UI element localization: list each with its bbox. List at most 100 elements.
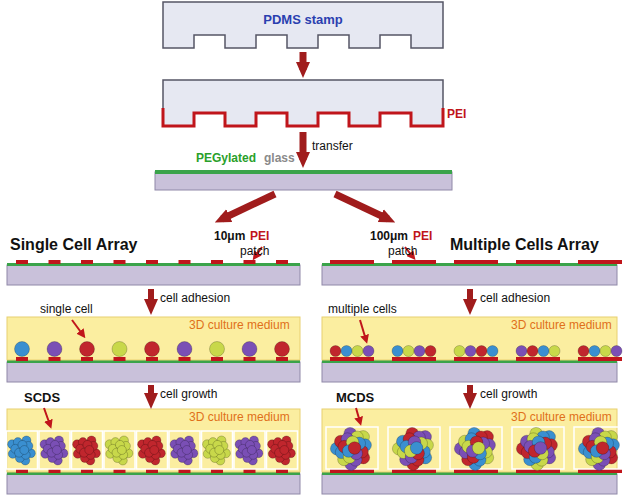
peg-layers (7, 263, 617, 475)
medium-label: 3D culture medium (188, 319, 291, 333)
cell (215, 446, 224, 455)
pei-patch (114, 357, 126, 361)
cell (275, 342, 290, 357)
pei-patch (16, 357, 28, 361)
cell (117, 446, 126, 455)
pei-patch (49, 357, 61, 361)
pei-patch (392, 260, 436, 264)
medium-label: 3D culture medium (510, 411, 613, 425)
result-label: SCDS (24, 391, 60, 406)
substrates (7, 265, 617, 494)
spheroid-well (169, 431, 200, 469)
cell (600, 346, 611, 357)
dimension: 10μm (214, 230, 245, 244)
pei-patch (454, 260, 498, 264)
cell (465, 346, 476, 357)
pei-patch (114, 260, 126, 264)
stamp-label-box: PDMS stamp (163, 4, 443, 34)
cell (20, 446, 29, 455)
cell (330, 346, 341, 357)
cell (472, 442, 485, 455)
step-label: cell adhesion (160, 292, 230, 306)
arrow (300, 52, 307, 70)
material-name: PEI (447, 108, 466, 122)
pei-patch (578, 357, 622, 361)
step-label: cell growth (480, 388, 537, 402)
pei-patches (16, 260, 622, 473)
pei-coating (163, 108, 443, 126)
pei-patch (211, 260, 223, 264)
spheroid-well (574, 427, 624, 469)
pei-patch (179, 260, 191, 264)
pei-patch (330, 260, 374, 264)
leader (72, 320, 83, 335)
cell (210, 342, 225, 357)
spheroid-well (388, 427, 440, 469)
spheroid-well (7, 431, 38, 469)
spheroid-well (450, 427, 502, 469)
material-name: glass (264, 152, 295, 166)
pdms-stamp (163, 80, 443, 126)
spheroid-well (104, 431, 135, 469)
material-name: PEGylated (196, 152, 256, 166)
pei-patch (81, 260, 93, 264)
arrow (222, 194, 275, 219)
pdms-stamp (163, 2, 443, 48)
cell (341, 346, 352, 357)
pei-patch (244, 357, 256, 361)
step-label: cell adhesion (480, 292, 550, 306)
glass (155, 172, 452, 190)
cell (247, 446, 256, 455)
cell (476, 346, 487, 357)
pei-patch (454, 357, 498, 361)
cell (538, 346, 549, 357)
pei-patch (146, 260, 158, 264)
arrow (148, 385, 154, 401)
arrow (335, 194, 388, 219)
pei-patch (516, 357, 560, 361)
array-heading: Single Cell Array (10, 236, 137, 254)
leader (360, 320, 366, 340)
culture-medium (7, 317, 617, 472)
cell (352, 346, 363, 357)
arrow (467, 289, 473, 307)
pei-patch (244, 260, 256, 264)
cell (145, 342, 160, 357)
cell (578, 346, 589, 357)
cell (80, 342, 95, 357)
cell (454, 346, 465, 357)
spheroid-well (202, 431, 233, 469)
spheroid-well (39, 431, 70, 469)
cell (414, 346, 425, 357)
cell (112, 342, 127, 357)
material-name: PEI (250, 230, 269, 244)
cells (7, 342, 624, 471)
pei-patch (330, 357, 374, 361)
cell (348, 442, 361, 455)
pei-patch (516, 260, 560, 264)
spheroid-well (72, 431, 103, 469)
pei-patch (179, 357, 191, 361)
cell (242, 342, 257, 357)
pei-patch (276, 357, 288, 361)
cell (182, 446, 191, 455)
pei-patch (146, 357, 158, 361)
cell (52, 446, 61, 455)
pei-patch (276, 260, 288, 264)
dimension: 100μm (370, 230, 408, 244)
pei-patch (81, 357, 93, 361)
cell (280, 446, 289, 455)
pei-patch (16, 260, 28, 264)
arrow (300, 132, 307, 160)
cell (534, 442, 547, 455)
pei-patch (578, 260, 622, 264)
spheroid-well (512, 427, 564, 469)
cell (611, 346, 622, 357)
cell (363, 346, 374, 357)
part-name: patch (388, 245, 417, 259)
cell (589, 346, 600, 357)
spheroid-well (234, 431, 265, 469)
part-name: multiple cells (328, 303, 397, 317)
arrow (467, 385, 473, 401)
